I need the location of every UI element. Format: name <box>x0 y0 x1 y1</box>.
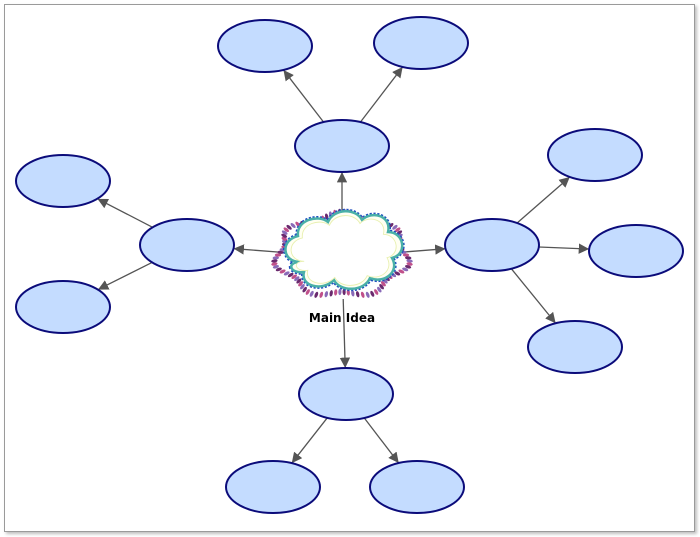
idea-bubble-shape[interactable] <box>217 19 313 73</box>
cloud-fringe-mark <box>334 289 338 296</box>
idea-bubble-shape[interactable] <box>444 218 540 272</box>
idea-bubble-shape[interactable] <box>294 119 390 173</box>
idea-bubble-right-upper[interactable] <box>547 128 643 182</box>
cloud-fringe-mark <box>406 262 413 266</box>
cloud-fringe-mark <box>402 267 409 272</box>
cloud-fringe-mark <box>283 227 290 232</box>
cloud-fringe-mark <box>274 253 282 257</box>
cloud-fringe-mark <box>279 269 286 274</box>
cloud-fringe-mark <box>394 227 401 232</box>
cloud-fringe-mark <box>379 283 384 290</box>
cloud-fringe-mark <box>324 291 329 298</box>
cloud-fringe-mark <box>281 230 288 235</box>
idea-bubble-shape[interactable] <box>373 16 469 70</box>
cloud-fringe-mark <box>360 291 365 298</box>
cloud-fringe-mark <box>405 256 412 260</box>
arrow-top-to-top-right <box>359 66 403 123</box>
cloud-fringe-mark <box>296 278 302 284</box>
arrow-right-to-right-middle <box>538 243 590 254</box>
cloud-fringe-mark <box>305 289 310 295</box>
cloud-fringe-mark <box>300 283 305 290</box>
cloud-fringe-mark <box>338 288 342 296</box>
cloud-fringe-mark <box>329 290 333 297</box>
idea-bubble-shape[interactable] <box>369 460 465 514</box>
idea-bubble-top-right[interactable] <box>373 16 469 70</box>
cloud-fringe-mark <box>302 286 307 293</box>
cloud-fringe-mark <box>271 259 278 263</box>
idea-bubble-shape[interactable] <box>139 218 235 272</box>
idea-bubble-right-middle[interactable] <box>588 224 684 278</box>
cloud-fringe-mark <box>309 290 314 297</box>
arrow-left-to-left-upper <box>97 198 153 228</box>
arrow-top-to-top-left <box>283 69 325 123</box>
cloud-center-fill <box>290 215 397 286</box>
cloud-fringe-mark <box>398 269 405 274</box>
arrow-center-to-left <box>233 244 283 255</box>
cloud-fringe-mark <box>298 281 304 287</box>
arrow-left-to-left-lower <box>97 261 153 290</box>
idea-bubble-shape[interactable] <box>15 280 111 334</box>
idea-bubble-bottom-left[interactable] <box>225 460 321 514</box>
cloud-fringe-mark <box>380 281 386 287</box>
idea-bubble-bottom[interactable] <box>298 367 394 421</box>
cloud-fringe-mark <box>275 267 282 272</box>
cloud-fringe-mark <box>314 291 319 298</box>
cloud-fringe-mark <box>319 291 324 298</box>
cloud-fringe-mark <box>272 265 280 269</box>
cloud-fringe-mark <box>277 250 284 254</box>
cloud-fringe-mark <box>406 259 413 263</box>
cloud-fringe-mark <box>374 289 379 295</box>
cloud-fringe-mark <box>271 262 278 266</box>
idea-bubbles <box>15 16 684 514</box>
cloud-fringe-mark <box>294 276 300 282</box>
cloud-fringe-mark <box>287 272 294 278</box>
idea-bubble-left-upper[interactable] <box>15 154 111 208</box>
cloud-fringe-mark <box>295 221 301 227</box>
idea-bubble-shape[interactable] <box>15 154 111 208</box>
idea-bubble-right[interactable] <box>444 218 540 272</box>
cloud-fringe-mark <box>394 271 401 276</box>
idea-bubble-shape[interactable] <box>547 128 643 182</box>
main-idea-cloud[interactable] <box>271 208 413 299</box>
idea-bubble-bottom-right[interactable] <box>369 460 465 514</box>
cloud-fringe-mark <box>365 291 370 298</box>
idea-bubble-shape[interactable] <box>225 460 321 514</box>
cloud-fringe-mark <box>355 291 360 298</box>
cloud-fringe-mark <box>404 265 412 269</box>
cloud-fringe-mark <box>392 224 398 230</box>
idea-bubble-left[interactable] <box>139 218 235 272</box>
idea-bubble-top[interactable] <box>294 119 390 173</box>
cloud-fringe-mark <box>290 222 296 229</box>
cloud-fringe-mark <box>402 253 410 257</box>
arrow-center-to-bottom <box>339 298 351 369</box>
connector-arrows <box>97 66 590 464</box>
cloud-fringe-mark <box>281 237 288 241</box>
cloud-fringe-mark <box>370 290 375 297</box>
arrow-bottom-to-bottom-left <box>291 417 328 464</box>
cloud-fringe-mark <box>377 286 382 293</box>
idea-bubble-right-lower[interactable] <box>527 320 623 374</box>
idea-bubble-left-lower[interactable] <box>15 280 111 334</box>
cloud-fringe-mark <box>281 233 288 238</box>
idea-bubble-shape[interactable] <box>588 224 684 278</box>
main-idea-label: Main Idea <box>309 311 375 325</box>
arrow-center-to-right <box>401 244 446 255</box>
arrow-bottom-to-bottom-right <box>363 417 399 464</box>
cloud-fringe-mark <box>272 256 279 260</box>
arrow-right-to-right-lower <box>510 268 556 324</box>
cloud-fringe-mark <box>286 224 292 230</box>
idea-bubble-shape[interactable] <box>298 367 394 421</box>
idea-bubble-shape[interactable] <box>527 320 623 374</box>
cloud-fringe-mark <box>283 271 290 276</box>
cloud-fringe-mark <box>351 290 355 297</box>
arrow-right-to-right-upper <box>516 177 570 224</box>
cloud-fringe-mark <box>291 274 297 279</box>
idea-bubble-top-left[interactable] <box>217 19 313 73</box>
